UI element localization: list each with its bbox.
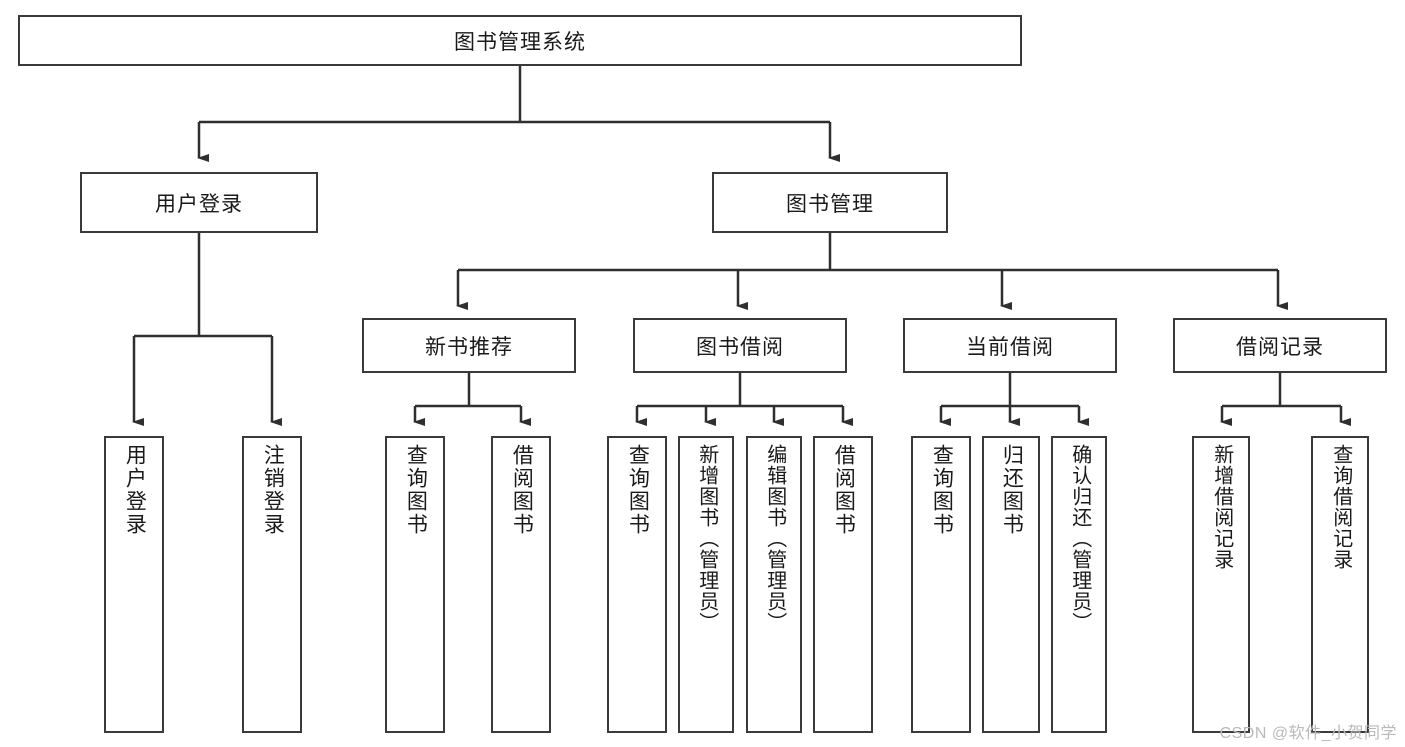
- leaf-current-borrow-3-label: 确认归还（管理员）: [1068, 444, 1091, 633]
- node-borrow-record[interactable]: 借阅记录: [1173, 318, 1387, 373]
- leaf-book-borrow-4-label: 借阅图书: [832, 444, 856, 536]
- leaf-book-borrow-4[interactable]: 借阅图书: [813, 436, 873, 733]
- leaf-new-book-2-label: 借阅图书: [510, 444, 534, 536]
- node-borrow-record-label: 借阅记录: [1236, 335, 1324, 359]
- leaf-book-borrow-2-label: 新增图书（管理员）: [695, 444, 718, 633]
- node-current-borrow[interactable]: 当前借阅: [903, 318, 1117, 373]
- leaf-current-borrow-3[interactable]: 确认归还（管理员）: [1051, 436, 1107, 733]
- node-book-management[interactable]: 图书管理: [712, 172, 948, 233]
- leaf-book-borrow-3[interactable]: 编辑图书（管理员）: [746, 436, 802, 733]
- leaf-current-borrow-1[interactable]: 查询图书: [911, 436, 971, 733]
- leaf-user-login-2[interactable]: 注销登录: [242, 436, 302, 733]
- leaf-new-book-1[interactable]: 查询图书: [385, 436, 445, 733]
- leaf-book-borrow-3-label: 编辑图书（管理员）: [763, 444, 786, 633]
- leaf-user-login-1[interactable]: 用户登录: [104, 436, 164, 733]
- leaf-borrow-record-1[interactable]: 新增借阅记录: [1192, 436, 1250, 733]
- leaf-borrow-record-1-label: 新增借阅记录: [1210, 444, 1233, 570]
- leaf-new-book-2[interactable]: 借阅图书: [491, 436, 551, 733]
- node-new-book-recommend[interactable]: 新书推荐: [362, 318, 576, 373]
- node-user-login-label: 用户登录: [155, 192, 243, 216]
- leaf-user-login-1-label: 用户登录: [123, 444, 147, 536]
- node-book-borrow-label: 图书借阅: [696, 335, 784, 359]
- leaf-borrow-record-2-label: 查询借阅记录: [1329, 444, 1352, 570]
- node-root[interactable]: 图书管理系统: [18, 15, 1022, 66]
- node-book-management-label: 图书管理: [786, 192, 874, 216]
- leaf-new-book-1-label: 查询图书: [404, 444, 428, 536]
- node-new-book-recommend-label: 新书推荐: [425, 335, 513, 359]
- leaf-current-borrow-2[interactable]: 归还图书: [982, 436, 1040, 733]
- leaf-borrow-record-2[interactable]: 查询借阅记录: [1311, 436, 1369, 733]
- csdn-watermark: CSDN @软件_小贺同学: [1219, 725, 1397, 742]
- node-root-label: 图书管理系统: [454, 30, 586, 54]
- leaf-user-login-2-label: 注销登录: [261, 444, 285, 536]
- node-book-borrow[interactable]: 图书借阅: [633, 318, 847, 373]
- leaf-book-borrow-2[interactable]: 新增图书（管理员）: [678, 436, 734, 733]
- leaf-book-borrow-1[interactable]: 查询图书: [607, 436, 667, 733]
- leaf-current-borrow-1-label: 查询图书: [930, 444, 954, 536]
- leaf-book-borrow-1-label: 查询图书: [626, 444, 650, 536]
- node-current-borrow-label: 当前借阅: [966, 335, 1054, 359]
- node-user-login[interactable]: 用户登录: [80, 172, 318, 233]
- leaf-current-borrow-2-label: 归还图书: [1000, 444, 1024, 536]
